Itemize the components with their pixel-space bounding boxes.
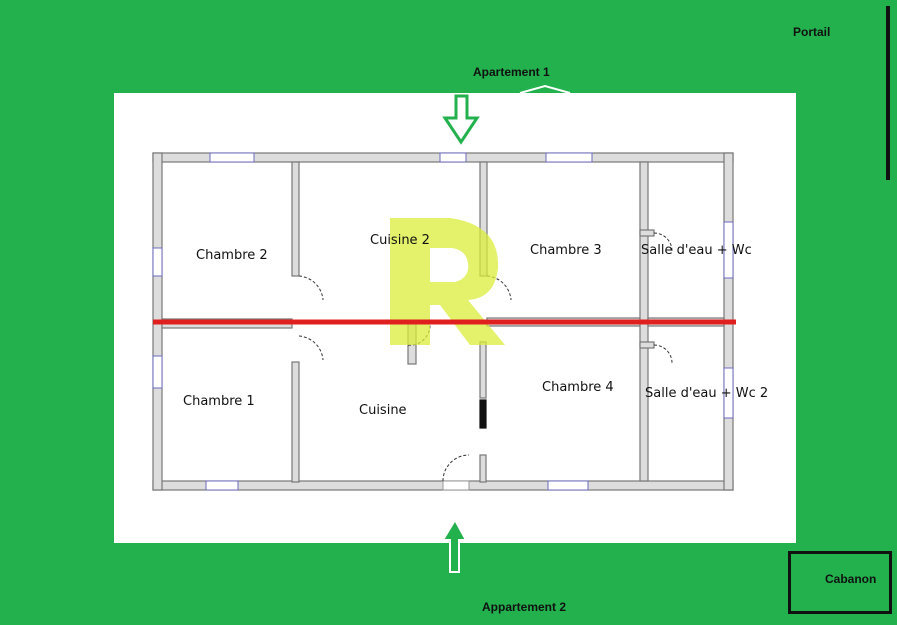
room-cuisine: Cuisine: [359, 403, 407, 418]
room-salle-eau-wc-2: Salle d'eau + Wc 2: [645, 386, 768, 401]
label-appartement-1: Apartement 1: [473, 65, 550, 79]
plan-corner-tick: [519, 84, 571, 94]
room-chambre-1: Chambre 1: [183, 394, 255, 409]
room-chambre-3: Chambre 3: [530, 243, 602, 258]
arrow-up-icon: [441, 517, 468, 573]
portail-gate-line: [886, 6, 890, 180]
windows: [152, 152, 734, 491]
label-portail: Portail: [793, 25, 831, 39]
room-chambre-4: Chambre 4: [542, 380, 614, 395]
arrow-down-icon: [442, 94, 480, 145]
label-cabanon: Cabanon: [825, 572, 877, 586]
label-appartement-2: Appartement 2: [482, 600, 567, 614]
room-cuisine-2: Cuisine 2: [370, 233, 430, 248]
room-salle-eau-wc: Salle d'eau + Wc: [641, 243, 752, 258]
room-chambre-2: Chambre 2: [196, 248, 268, 263]
r-logo-watermark: [390, 218, 505, 345]
cabanon-box: [788, 551, 892, 614]
